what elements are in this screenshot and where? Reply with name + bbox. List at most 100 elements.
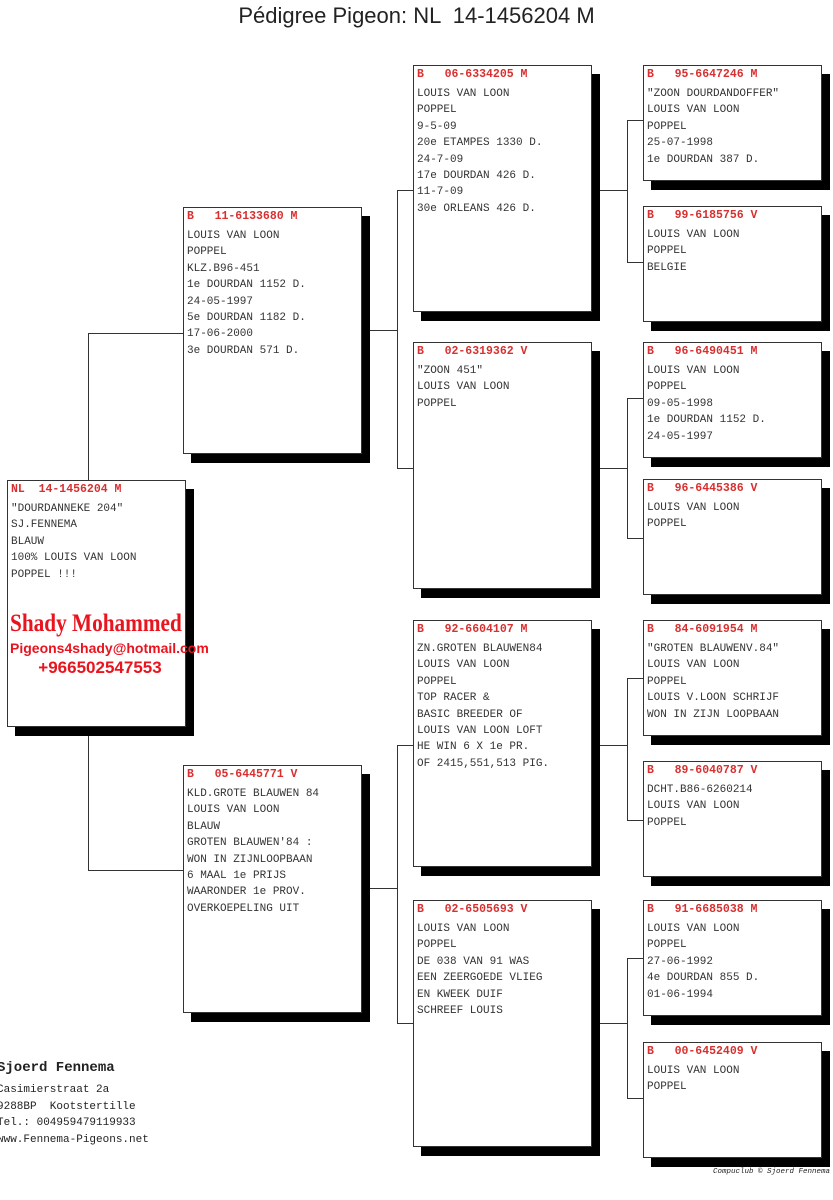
connector-line: [397, 190, 398, 468]
detail-line: OVERKOEPELING UIT: [187, 902, 300, 915]
detail-line: LOUIS VAN LOON: [187, 230, 280, 242]
detail-line: "ZOON DOURDANDOFFER": [647, 88, 780, 100]
detail-line: LOUIS VAN LOON: [647, 923, 740, 935]
ring-number: B 05-6445771 V: [187, 768, 298, 781]
connector-line: [397, 745, 413, 746]
detail-line: SCHREEF LOUIS: [417, 1005, 503, 1018]
detail-line: KLD.GROTE BLAUWEN 84: [187, 788, 320, 800]
connector-line: [627, 538, 643, 539]
detail-line: SJ.FENNEMA: [11, 519, 78, 532]
ring-number: B 00-6452409 V: [647, 1045, 758, 1058]
detail-line: EN KWEEK DUIF: [417, 988, 503, 1001]
detail-line: OF 2415,551,513 PIG.: [417, 757, 550, 770]
owner-website[interactable]: www.Fennema-Pigeons.net: [0, 1133, 149, 1146]
pigeon-card-subject: NL 14-1456204 M"DOURDANNEKE 204"SJ.FENNE…: [7, 480, 186, 727]
watermark-phone: +966502547553: [38, 658, 162, 677]
detail-line: POPPEL: [417, 104, 457, 117]
detail-line: 30e ORLEANS 426 D.: [417, 202, 536, 215]
detail-line: LOUIS VAN LOON LOFT: [417, 725, 543, 738]
detail-line: DE 038 VAN 91 WAS: [417, 955, 530, 968]
detail-line: "GROTEN BLAUWENV.84": [647, 643, 780, 655]
detail-line: 24-7-09: [417, 153, 464, 166]
connector-line: [591, 190, 627, 191]
ring-number: B 96-6490451 M: [647, 345, 758, 358]
owner-info: Sjoerd Fennema Casimierstraat 2a 9288BP …: [0, 1060, 149, 1148]
detail-line: BELGIE: [647, 261, 687, 274]
connector-line: [591, 1023, 627, 1024]
detail-line: WON IN ZIJNLOOPBAAN: [187, 853, 313, 866]
pigeon-card-great-grandparent: B 95-6647246 M "ZOON DOURDANDOFFER" LOUIS …: [643, 65, 822, 181]
connector-line: [361, 888, 397, 889]
detail-line: 3e DOURDAN 571 D.: [187, 344, 300, 357]
detail-line: POPPEL: [647, 245, 687, 258]
detail-line: POPPEL: [647, 120, 687, 133]
ring-number: B 95-6647246 M: [647, 68, 758, 81]
connector-line: [397, 745, 398, 1023]
owner-address: Casimierstraat 2a: [0, 1084, 110, 1096]
detail-line: 25-07-1998: [647, 137, 714, 150]
detail-line: "ZOON 451": [417, 365, 484, 377]
connector-line: [627, 820, 643, 821]
connector-line: [627, 120, 643, 121]
connector-line: [591, 468, 627, 469]
detail-line: LOUIS VAN LOON: [187, 804, 280, 817]
detail-line: 6 MAAL 1e PRIJS: [187, 870, 287, 883]
detail-line: LOUIS VAN LOON: [417, 659, 510, 672]
detail-line: DCHT.B86-6260214: [647, 784, 753, 796]
ring-number: B 06-6334205 M: [417, 68, 528, 81]
detail-line: 09-05-1998: [647, 397, 714, 410]
detail-line: POPPEL: [187, 246, 227, 259]
detail-line: POPPEL: [647, 939, 687, 952]
detail-line: LOUIS VAN LOON: [417, 88, 510, 100]
connector-line: [627, 398, 628, 538]
detail-line: LOUIS VAN LOON: [647, 104, 740, 117]
connector-line: [627, 398, 643, 399]
detail-line: LOUIS VAN LOON: [647, 229, 740, 241]
detail-line: 1e DOURDAN 1152 D.: [187, 279, 306, 292]
detail-line: POPPEL: [647, 816, 687, 829]
connector-line: [88, 726, 89, 870]
watermark-email: Pigeons4shady@hotmail.com: [10, 640, 209, 656]
detail-line: POPPEL: [647, 1081, 687, 1094]
detail-line: LOUIS VAN LOON: [417, 381, 510, 394]
owner-postcode-city: 9288BP Kootstertille: [0, 1100, 136, 1113]
detail-line: "DOURDANNEKE 204": [11, 503, 124, 515]
detail-line: 24-05-1997: [187, 295, 254, 308]
detail-line: 1e DOURDAN 387 D.: [647, 153, 760, 166]
detail-line: EEN ZEERGOEDE VLIEG: [417, 972, 543, 985]
connector-line: [627, 958, 628, 1098]
ring-number: B 84-6091954 M: [647, 623, 758, 636]
connector-line: [627, 678, 628, 820]
detail-line: POPPEL: [417, 939, 457, 952]
ring-number: B 92-6604107 M: [417, 623, 528, 636]
ring-number: B 11-6133680 M: [187, 210, 298, 223]
detail-line: 17-06-2000: [187, 328, 254, 341]
detail-line: HE WIN 6 X 1e PR.: [417, 741, 530, 754]
page-title: Pédigree Pigeon: NL 14-1456204 M: [238, 3, 595, 28]
detail-line: POPPEL: [647, 675, 687, 688]
detail-line: LOUIS VAN LOON: [647, 502, 740, 514]
connector-line: [397, 1023, 413, 1024]
detail-line: POPPEL: [647, 381, 687, 394]
owner-phone: Tel.: 004959479119933: [0, 1117, 136, 1129]
detail-line: 4e DOURDAN 855 D.: [647, 972, 760, 985]
detail-line: 20e ETAMPES 1330 D.: [417, 137, 543, 150]
credit-footer: Compuclub © Sjoerd Fennema: [712, 1168, 830, 1176]
detail-line: 24-05-1997: [647, 430, 714, 443]
ring-number: B 99-6185756 V: [647, 209, 758, 222]
ring-number: B 96-6445386 V: [647, 482, 758, 495]
